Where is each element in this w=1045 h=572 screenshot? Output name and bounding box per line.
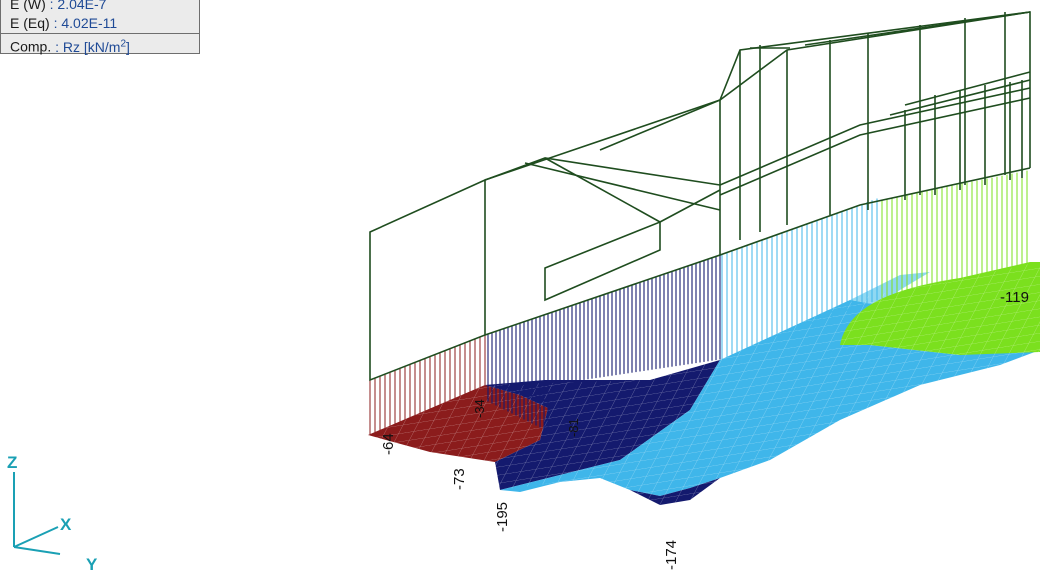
legend-key: Comp. [10,38,52,55]
label-minus-64: -64 [380,433,397,455]
reaction-hatching-red [369,335,486,435]
legend-key: E (W) [10,0,46,12]
legend-row-error-w: E (W) : 2.04E-7 [1,0,199,14]
legend-row-component: Comp. : Rz [kN/m2] [1,33,199,55]
legend-value: : 2.04E-7 [49,0,107,12]
label-minus-174: -174 [663,540,680,570]
y-axis-label: Y [86,555,98,572]
reaction-hatching-blue [721,198,878,360]
z-axis-label: Z [7,453,17,472]
legend-row-error-eq: E (Eq) : 4.02E-11 [1,14,199,33]
legend-key: E (Eq) [10,15,50,31]
label-minus-81: -81 [566,418,581,437]
label-minus-34: -34 [472,399,487,418]
x-axis-line [13,526,59,548]
result-legend-panel: E (W) : 2.04E-7 E (Eq) : 4.02E-11 Comp. … [0,0,200,55]
axis-triad: Z X Y [7,453,98,572]
component-text: : Rz [kN/m [55,38,121,55]
legend-component-value: : Rz [kN/m2] [55,38,130,55]
reaction-hatching-navy [487,255,721,432]
y-axis-line [13,546,61,555]
label-minus-73: -73 [451,468,468,490]
legend-value: : 4.02E-11 [53,15,118,31]
reaction-value-labels: -119 -64 -73 -195 -174 -34 -81 [380,289,1029,570]
x-axis-label: X [60,515,72,534]
slab-grid-overlay [368,262,1040,505]
reaction-hatching-green [881,170,1028,300]
component-bracket: ] [126,38,130,55]
label-minus-195: -195 [494,502,511,532]
component-superscript: 2 [120,38,127,49]
structure-frame [369,11,1031,382]
label-minus-119: -119 [1000,289,1029,306]
